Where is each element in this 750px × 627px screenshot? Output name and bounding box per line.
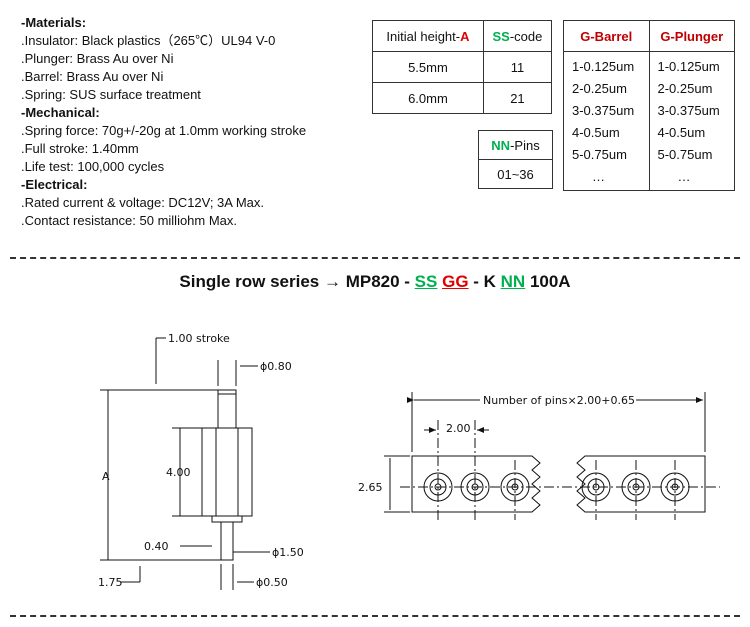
spec-line: .Contact resistance: 50 milliohm Max. — [21, 213, 238, 228]
tail-length-label: 1.75 — [98, 576, 123, 589]
plunger-diameter-label: ϕ0.80 — [260, 360, 292, 373]
height-code-table: Initial height-A SS-code 5.5mm 11 6.0mm … — [372, 20, 553, 114]
series-title: Single row series → MP820 - SS GG - K NN… — [0, 272, 750, 292]
height-header: Initial height-A — [372, 20, 484, 52]
height-header-text: Initial height- — [386, 28, 461, 44]
tip-diameter-label: ϕ0.50 — [256, 576, 288, 589]
ss-header-text: -code — [509, 28, 543, 44]
nn-code: NN — [500, 272, 526, 291]
specifications: -Materials: .Insulator: Black plastics（2… — [21, 14, 306, 230]
list-item: 1-0.125um — [657, 59, 720, 74]
gg-code: GG — [442, 272, 469, 291]
materials-heading: -Materials: — [21, 15, 87, 30]
list-item: 4-0.5um — [572, 125, 620, 140]
side-view — [100, 337, 270, 590]
pins-table: NN-Pins 01~36 — [478, 130, 553, 189]
spec-line: .Rated current & voltage: DC12V; 3A Max. — [21, 195, 265, 210]
divider — [10, 615, 740, 617]
tail-diameter-label: ϕ1.50 — [272, 546, 304, 559]
spec-line: .Insulator: Black plastics（265℃）UL94 V-0 — [21, 33, 276, 48]
pins-value: 01~36 — [478, 159, 553, 189]
pins-header: NN-Pins — [478, 130, 553, 160]
top-view — [384, 392, 720, 520]
list-item: 2-0.25um — [657, 81, 713, 96]
plating-table: G-Barrel G-Plunger 1-0.125um 2-0.25um 3-… — [563, 20, 735, 191]
list-item: 4-0.5um — [657, 125, 706, 140]
spec-line: .Life test: 100,000 cycles — [21, 159, 165, 174]
spec-line: .Spring: SUS surface treatment — [21, 87, 201, 102]
height-cell: 5.5mm — [372, 51, 484, 83]
nn-code-letters: NN — [491, 137, 511, 153]
total-length-label: Number of pins×2.00+0.65 — [483, 394, 635, 407]
code-cell: 21 — [482, 82, 553, 114]
g-plunger-list: 1-0.125um 2-0.25um 3-0.375um 4-0.5um 5-0… — [648, 51, 735, 191]
spec-line: .Full stroke: 1.40mm — [21, 141, 139, 156]
spec-line: .Spring force: 70g+/-20g at 1.0mm workin… — [21, 123, 307, 138]
divider — [10, 257, 740, 259]
list-item: 1-0.125um — [572, 59, 635, 74]
pitch-label: 2.00 — [446, 422, 471, 435]
height-code-letter: A — [460, 28, 470, 44]
list-item: 2-0.25um — [572, 81, 627, 96]
spec-line: .Barrel: Brass Au over Ni — [21, 69, 164, 84]
series-suffix: 100A — [525, 272, 571, 291]
height-a-label: A — [102, 470, 110, 483]
stroke-label: 1.00 stroke — [168, 332, 230, 345]
spec-line: .Plunger: Brass Au over Ni — [21, 51, 174, 66]
g-plunger-header: G-Plunger — [648, 20, 735, 52]
list-item: … — [592, 169, 605, 184]
ss-code: SS — [414, 272, 438, 291]
list-item: … — [677, 169, 691, 184]
list-item: 5-0.75um — [657, 147, 713, 162]
series-mid: - K — [468, 272, 501, 291]
list-item: 3-0.375um — [572, 103, 635, 118]
height-cell: 6.0mm — [372, 82, 484, 114]
arrow-icon: → — [323, 272, 341, 291]
electrical-heading: -Electrical: — [21, 177, 88, 192]
list-item: 3-0.375um — [657, 103, 720, 118]
ss-code-letters: SS — [492, 28, 510, 44]
list-item: 5-0.75um — [572, 147, 627, 162]
width-label: 2.65 — [358, 481, 383, 494]
mechanical-heading: -Mechanical: — [21, 105, 100, 120]
pins-header-text: -Pins — [510, 137, 540, 153]
series-model: MP820 - — [340, 272, 415, 291]
collar-label: 0.40 — [144, 540, 169, 553]
barrel-length-label: 4.00 — [166, 466, 191, 479]
series-prefix: Single row series — [179, 272, 324, 291]
ss-header: SS-code — [482, 20, 553, 52]
